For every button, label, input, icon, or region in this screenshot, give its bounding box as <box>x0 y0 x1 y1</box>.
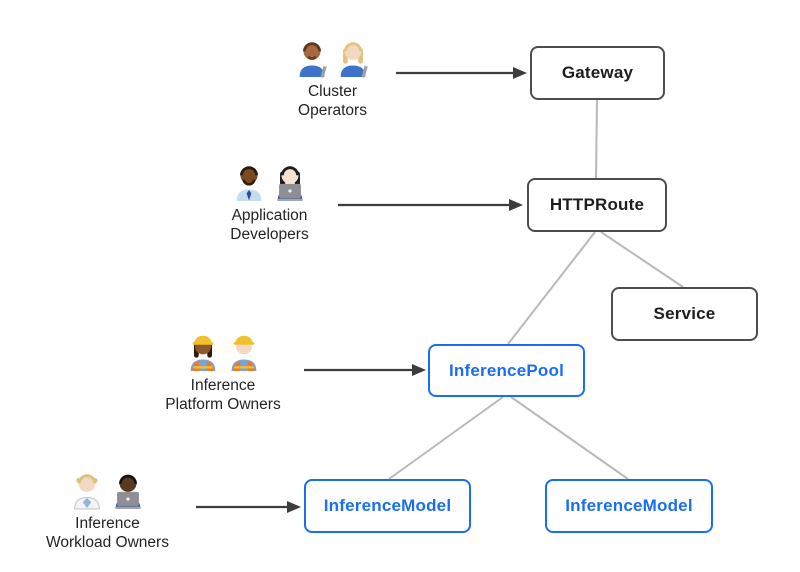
persona-label-line: Platform Owners <box>165 396 281 413</box>
persona-application-developers: Application Developers <box>202 156 337 244</box>
man-dark-technologist-icon <box>115 474 141 509</box>
man-office-worker-icon <box>236 166 262 201</box>
persona-label-line: Operators <box>298 102 367 119</box>
persona-cluster-operators: Cluster Operators <box>265 32 400 120</box>
node-httproute: HTTPRoute <box>527 178 667 232</box>
arrow-inference-workload-owners-inferencemodel <box>196 501 301 513</box>
persona-label-line: Inference <box>190 377 256 394</box>
persona-label-line: Cluster <box>307 83 358 100</box>
node-inferencemodel-right: InferenceModel <box>545 479 713 533</box>
persona-label-line: Application <box>231 207 308 224</box>
node-gateway-label: Gateway <box>561 63 634 82</box>
persona-inference-workload-owners: Inference Workload Owners <box>30 464 185 552</box>
persona-inference-platform-owners-label: Inference Platform Owners <box>148 376 298 414</box>
persona-label-line: Inference <box>75 515 140 532</box>
arrow-cluster-operators-gateway <box>396 67 527 79</box>
node-service: Service <box>611 287 758 341</box>
persona-label-line: Developers <box>230 226 309 243</box>
node-httproute-label: HTTPRoute <box>549 195 645 214</box>
man-mechanic-icon <box>299 42 328 78</box>
arrow-inference-platform-owners-inferencepool <box>304 364 426 376</box>
connector-httproute-inferencepool <box>507 231 596 345</box>
node-inferencemodel-left-label: InferenceModel <box>323 496 452 515</box>
health-worker-icon <box>74 474 100 510</box>
arrow-application-developers-httproute <box>338 199 523 211</box>
node-inferencemodel-left: InferenceModel <box>304 479 471 533</box>
persona-label-line: Workload Owners <box>46 534 169 551</box>
connector-httproute-service <box>600 231 684 288</box>
node-inferencemodel-right-label: InferenceModel <box>565 496 693 515</box>
node-gateway: Gateway <box>530 46 665 100</box>
persona-inference-workload-owners-label: Inference Workload Owners <box>30 514 185 552</box>
persona-cluster-operators-label: Cluster Operators <box>265 82 400 120</box>
node-service-label: Service <box>653 304 716 323</box>
woman-technologist-icon <box>277 166 303 201</box>
man-construction-worker-icon <box>231 335 256 371</box>
node-inferencepool: InferencePool <box>428 344 585 397</box>
persona-inference-platform-owners: Inference Platform Owners <box>148 326 298 414</box>
persona-inference-platform-owners-icons <box>148 326 298 373</box>
persona-inference-workload-owners-icons <box>30 464 185 511</box>
node-inferencepool-label: InferencePool <box>448 360 565 380</box>
connector-inferencepool-inferencemodel-right <box>510 396 629 480</box>
connector-gateway-httproute <box>595 99 598 179</box>
connector-inferencepool-inferencemodel-left <box>388 396 504 480</box>
persona-application-developers-icons <box>202 156 337 203</box>
woman-mechanic-icon <box>340 42 369 78</box>
persona-application-developers-label: Application Developers <box>202 206 337 244</box>
persona-cluster-operators-icons <box>265 32 400 79</box>
woman-construction-worker-icon <box>190 335 215 371</box>
